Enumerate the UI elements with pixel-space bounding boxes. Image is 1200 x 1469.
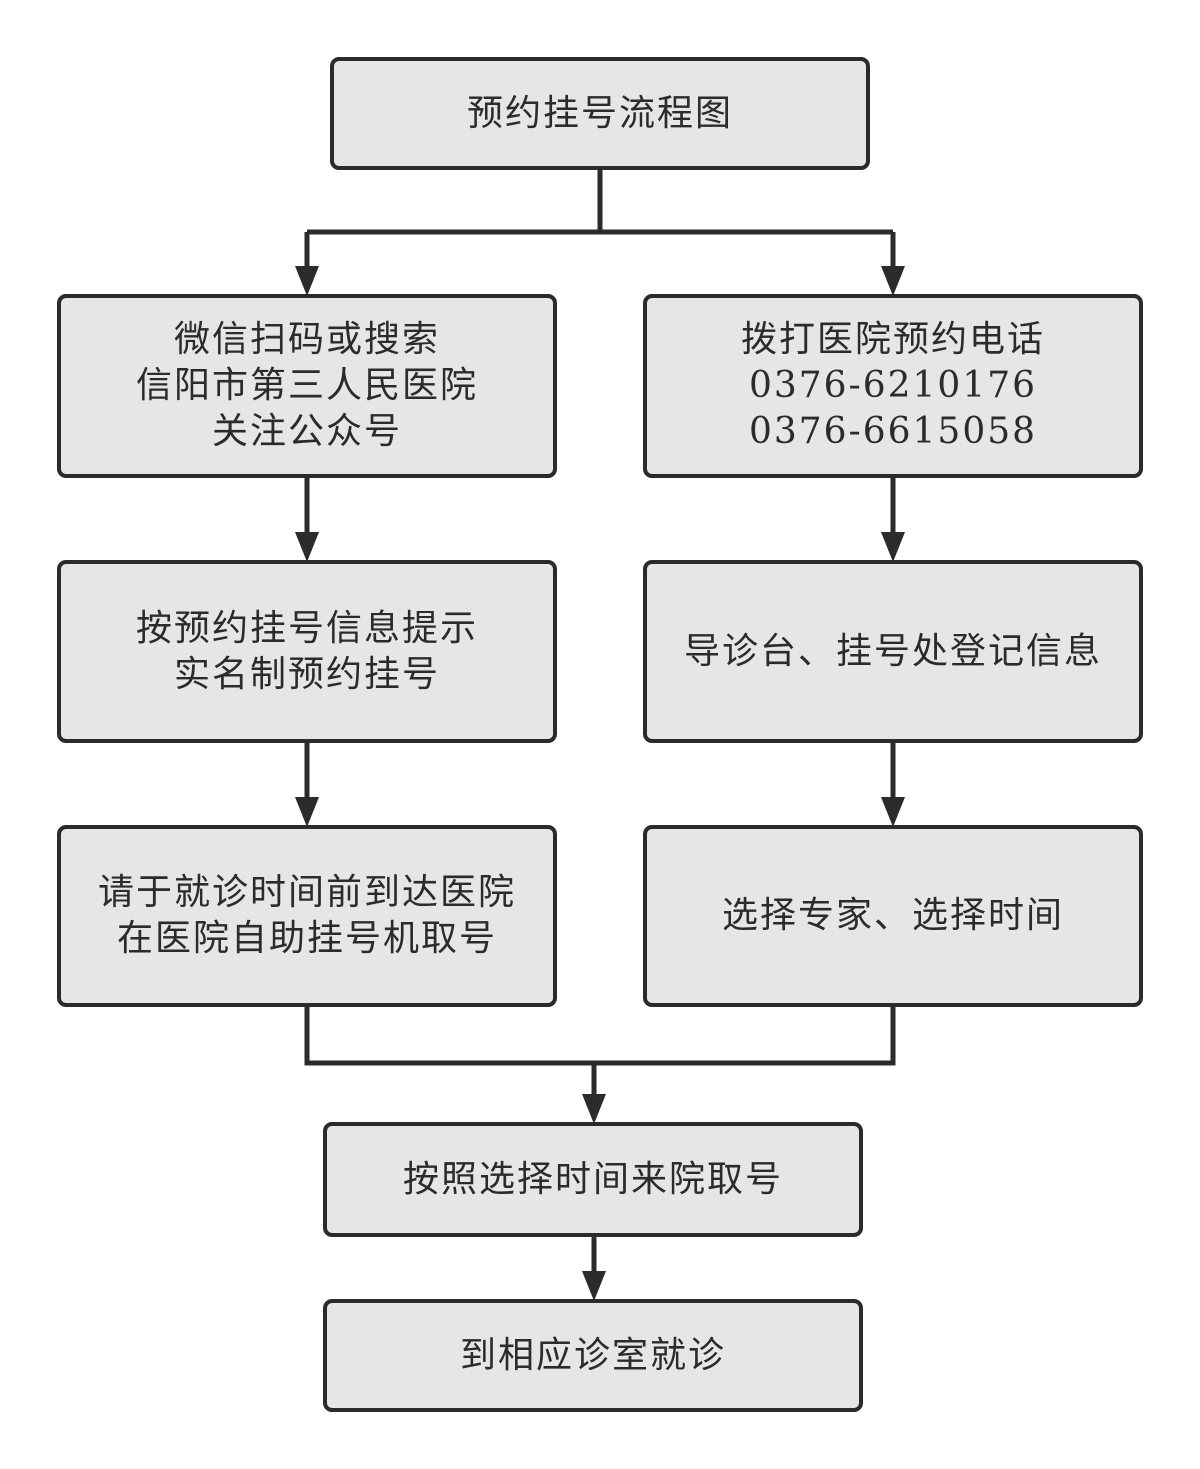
- merge-step-visit-node: 到相应诊室就诊: [323, 1299, 863, 1412]
- connector-title-split: [304, 170, 896, 272]
- left-step1-line3: 关注公众号: [211, 411, 402, 452]
- right-step1-phone2: 0376-6615058: [748, 411, 1038, 452]
- left-step3-line2: 在医院自助挂号机取号: [116, 918, 497, 959]
- arrowhead: [295, 532, 319, 562]
- right-step1-phone1: 0376-6210176: [748, 365, 1038, 406]
- arrowhead: [881, 797, 905, 827]
- right-step1-line1: 拨打医院预约电话: [740, 319, 1045, 360]
- merge-step-pickup-node: 按照选择时间来院取号: [323, 1122, 863, 1237]
- left-step1-line1: 微信扫码或搜索: [173, 319, 440, 360]
- right-step3-line1: 选择专家、选择时间: [721, 895, 1064, 936]
- right-step2-line1: 导诊台、挂号处登记信息: [683, 630, 1102, 672]
- arrowhead: [881, 266, 905, 296]
- arrowhead: [295, 266, 319, 296]
- arrowhead: [295, 797, 319, 827]
- left-step-wechat-node: 微信扫码或搜索 信阳市第三人民医院 关注公众号: [57, 294, 557, 478]
- arrowhead: [582, 1094, 606, 1124]
- left-step-register-node: 按预约挂号信息提示 实名制预约挂号: [57, 560, 557, 743]
- left-step3-line1: 请于就诊时间前到达医院: [97, 872, 516, 913]
- title-text: 预约挂号流程图: [466, 92, 733, 134]
- left-step2-line2: 实名制预约挂号: [173, 653, 440, 695]
- title-node: 预约挂号流程图: [330, 57, 870, 170]
- arrowhead: [881, 532, 905, 562]
- left-step-arrive-node: 请于就诊时间前到达医院 在医院自助挂号机取号: [57, 825, 557, 1007]
- right-step-select-node: 选择专家、选择时间: [643, 825, 1143, 1007]
- merge-step1-text: 按照选择时间来院取号: [402, 1158, 783, 1200]
- left-step2-line1: 按预约挂号信息提示: [135, 607, 478, 649]
- arrowhead: [582, 1271, 606, 1301]
- connector-merge: [304, 1007, 896, 1100]
- merge-step2-text: 到相应诊室就诊: [459, 1334, 726, 1376]
- right-step-phone-node: 拨打医院预约电话 0376-6210176 0376-6615058: [643, 294, 1143, 478]
- right-step-desk-node: 导诊台、挂号处登记信息: [643, 560, 1143, 743]
- left-step1-line2: 信阳市第三人民医院: [135, 365, 478, 406]
